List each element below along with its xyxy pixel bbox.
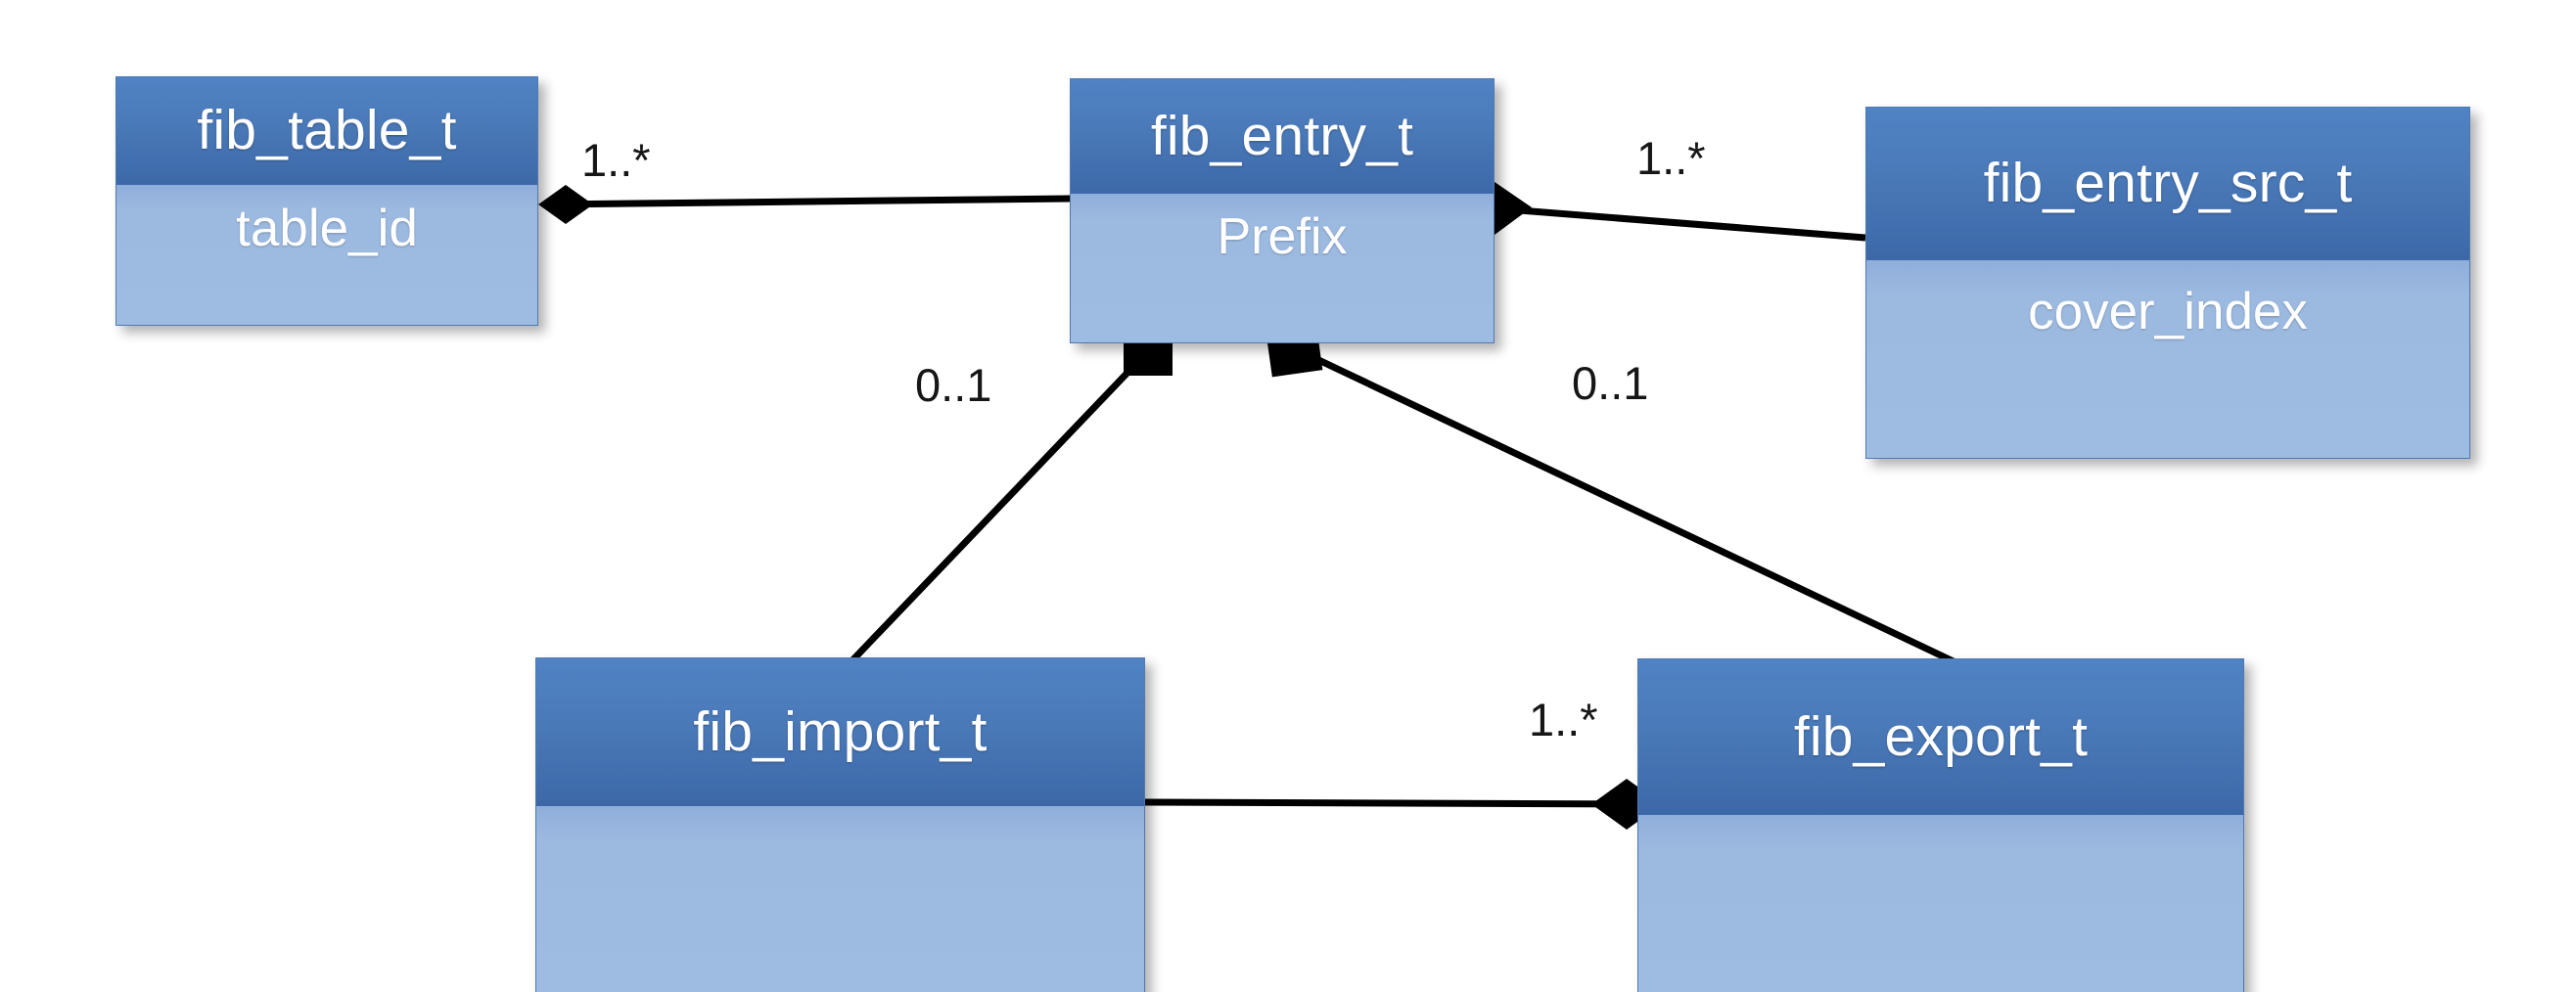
multiplicity-label-entry-to-entry-src: 1..* bbox=[1636, 132, 1706, 184]
relation-entry-to-import bbox=[849, 327, 1173, 664]
class-attribute: Prefix bbox=[1217, 208, 1348, 265]
relation-entry-to-entry-src bbox=[1494, 182, 1866, 242]
filled-diamond-icon bbox=[538, 185, 593, 224]
relation-table-to-entry bbox=[538, 185, 1071, 224]
class-title: fib_import_t bbox=[693, 699, 988, 763]
relation-import-to-export bbox=[1144, 779, 1662, 830]
class-body-fib-entry-t: Prefix bbox=[1071, 194, 1494, 342]
class-body-fib-export-t bbox=[1638, 815, 2243, 992]
class-header-fib-entry-src-t: fib_entry_src_t bbox=[1866, 108, 2469, 260]
class-attribute: table_id bbox=[236, 200, 418, 257]
class-attribute: cover_index bbox=[2028, 283, 2308, 340]
class-body-fib-entry-src-t: cover_index bbox=[1866, 260, 2469, 458]
class-header-fib-table-t: fib_table_t bbox=[116, 77, 537, 185]
class-box-fib-export-t[interactable]: fib_export_t bbox=[1637, 658, 2244, 992]
class-title: fib_table_t bbox=[197, 99, 457, 162]
class-body-fib-import-t bbox=[536, 806, 1144, 992]
multiplicity-label-entry-to-import: 0..1 bbox=[915, 359, 992, 411]
multiplicity-label-entry-to-export: 0..1 bbox=[1572, 357, 1649, 409]
class-header-fib-export-t: fib_export_t bbox=[1638, 659, 2243, 815]
multiplicity-label-table-to-entry: 1..* bbox=[581, 134, 651, 186]
class-box-fib-entry-t[interactable]: fib_entry_t Prefix bbox=[1070, 78, 1495, 343]
class-box-fib-import-t[interactable]: fib_import_t bbox=[535, 657, 1145, 992]
class-header-fib-import-t: fib_import_t bbox=[536, 658, 1144, 806]
class-body-fib-table-t: table_id bbox=[116, 185, 537, 325]
class-header-fib-entry-t: fib_entry_t bbox=[1071, 79, 1494, 194]
class-title: fib_export_t bbox=[1793, 704, 2089, 768]
class-box-fib-table-t[interactable]: fib_table_t table_id bbox=[115, 76, 538, 326]
class-title: fib_entry_src_t bbox=[1983, 152, 2353, 215]
multiplicity-label-import-to-export: 1..* bbox=[1529, 694, 1598, 745]
class-title: fib_entry_t bbox=[1150, 104, 1414, 167]
filled-arrow-icon bbox=[1495, 182, 1532, 235]
class-box-fib-entry-src-t[interactable]: fib_entry_src_t cover_index bbox=[1865, 107, 2470, 459]
